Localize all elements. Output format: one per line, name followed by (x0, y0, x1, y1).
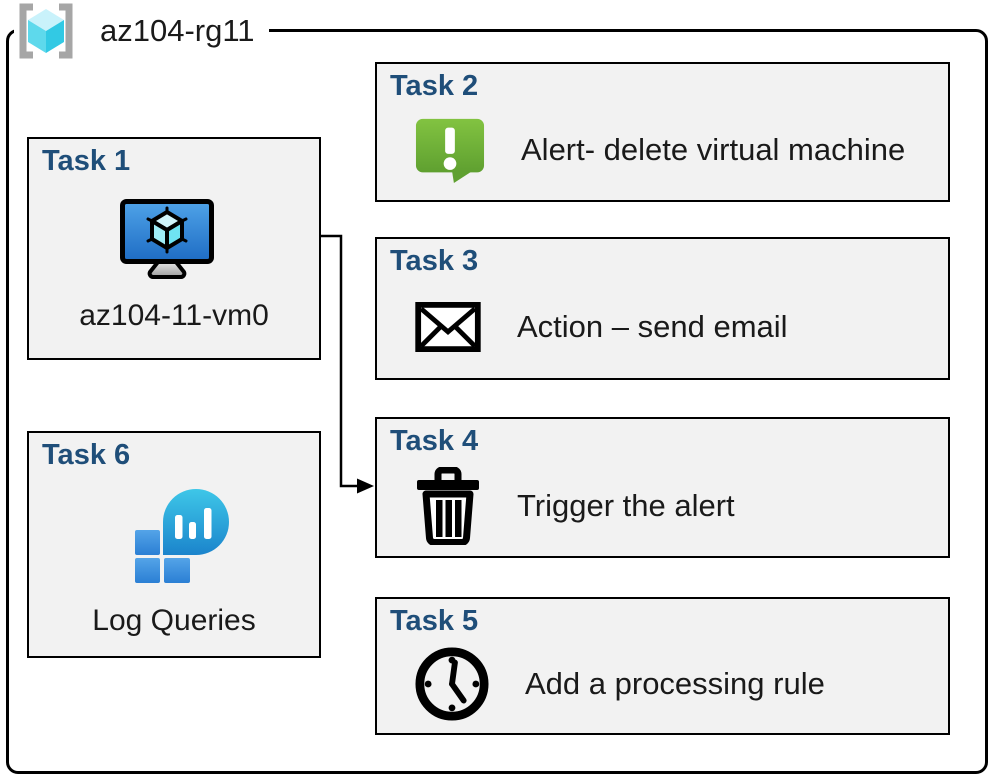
trash-icon (417, 466, 479, 545)
task3-item-label: Action – send email (517, 308, 788, 344)
task5-item-label: Add a processing rule (525, 666, 825, 701)
task1-heading: Task 1 (42, 145, 131, 177)
resource-group-border (6, 29, 988, 774)
task1-item-label: az104-11-vm0 (79, 299, 269, 332)
virtual-machine-icon (120, 199, 214, 279)
task4-heading: Task 4 (390, 425, 479, 457)
task6-box: Task 6 Log Queries (27, 431, 321, 658)
resource-group-header: az104-rg11 (14, 2, 269, 60)
task3-heading: Task 3 (390, 245, 479, 277)
alert-icon (415, 118, 485, 184)
log-queries-icon (135, 489, 229, 583)
clock-icon (415, 647, 489, 721)
task6-item-label: Log Queries (92, 604, 256, 637)
task1-box: Task 1 az104-11-vm (27, 137, 321, 360)
task2-heading: Task 2 (390, 70, 479, 102)
task4-box: Task 4 Trigger the alert (375, 417, 950, 558)
task2-item-label: Alert- delete virtual machine (521, 132, 906, 167)
resource-group-title: az104-rg11 (100, 13, 255, 48)
task3-box: Task 3 Action – send email (375, 237, 950, 380)
task4-item-label: Trigger the alert (517, 487, 735, 523)
task5-heading: Task 5 (390, 605, 479, 637)
email-icon (415, 301, 481, 352)
task6-heading: Task 6 (42, 439, 131, 471)
task2-box: Task 2 Alert- delete virtual machine (375, 62, 950, 202)
task5-box: Task 5 Add a processing rule (375, 597, 950, 735)
resource-group-icon (19, 3, 73, 59)
